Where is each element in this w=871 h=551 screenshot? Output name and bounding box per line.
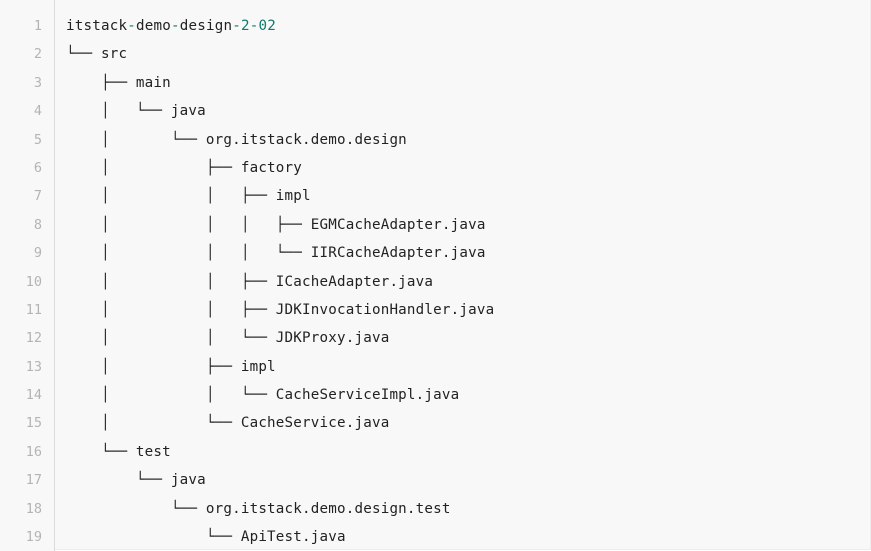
line-number: 3 xyxy=(33,74,42,91)
line-number: 15 xyxy=(25,415,42,432)
file-jdkinvocationhandler-java: │ │ ├── JDKInvocationHandler.java xyxy=(66,301,495,318)
code-content[interactable]: itstack-demo-design-2-02 └── src ├── main… xyxy=(55,0,870,551)
dir-src: └── src xyxy=(66,46,128,63)
project-root: itstack-demo-design-2-02 xyxy=(66,18,276,34)
line-number: 6 xyxy=(33,159,42,176)
file-apitest-java: └── ApiTest.java xyxy=(66,529,346,546)
file-cacheservice-java: │ └── CacheService.java xyxy=(66,415,390,432)
file-cacheserviceimpl-java: │ │ └── CacheServiceImpl.java xyxy=(66,387,460,404)
line-number: 12 xyxy=(25,330,42,347)
file-iircacheadapter-java: │ │ │ └── IIRCacheAdapter.java xyxy=(66,245,486,262)
line-number: 2 xyxy=(33,46,42,63)
line-number: 17 xyxy=(25,472,42,489)
line-number: 10 xyxy=(25,273,42,290)
dir-java: │ └── java xyxy=(66,103,206,120)
dir-test-java: └── java xyxy=(66,472,206,489)
file-jdkproxy-java: │ │ └── JDKProxy.java xyxy=(66,330,390,347)
line-number: 14 xyxy=(25,387,42,404)
dir-factory: │ ├── factory xyxy=(66,159,303,176)
dir-test: └── test xyxy=(66,443,171,460)
line-number: 7 xyxy=(33,188,42,205)
line-number: 18 xyxy=(25,500,42,517)
line-number: 16 xyxy=(25,443,42,460)
package-org-itstack-demo-design: │ └── org.itstack.demo.design xyxy=(66,131,407,148)
dir-impl: │ ├── impl xyxy=(66,358,276,375)
line-number: 11 xyxy=(25,301,42,318)
line-number: 5 xyxy=(33,131,42,148)
file-icacheadapter-java: │ │ ├── ICacheAdapter.java xyxy=(66,273,434,290)
line-number: 1 xyxy=(33,18,42,34)
line-number: 8 xyxy=(33,216,42,233)
line-number: 13 xyxy=(25,358,42,375)
line-number: 9 xyxy=(33,245,42,262)
package-org-itstack-demo-design-test: └── org.itstack.demo.design.test xyxy=(66,500,451,517)
line-number: 19 xyxy=(25,529,42,546)
line-number: 4 xyxy=(33,103,42,120)
dir-factory-impl: │ │ ├── impl xyxy=(66,188,311,205)
dir-main: ├── main xyxy=(66,74,171,91)
file-egmcacheadapter-java: │ │ │ ├── EGMCacheAdapter.java xyxy=(66,216,486,233)
